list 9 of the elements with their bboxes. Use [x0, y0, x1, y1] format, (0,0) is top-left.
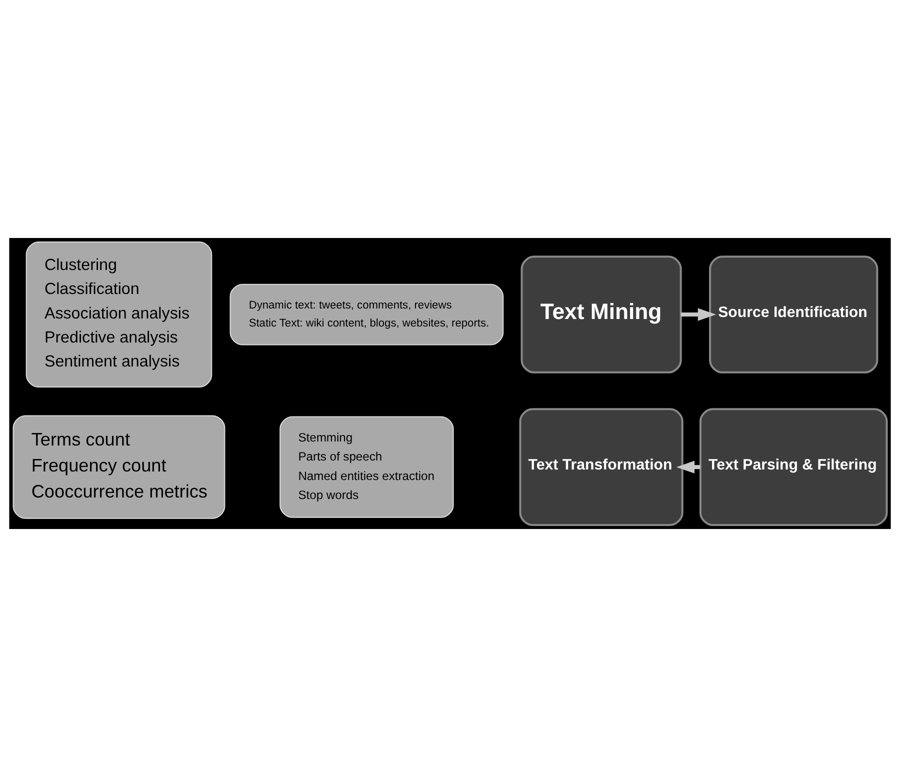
node-box: Dynamic text: tweets, comments, reviews Static Text: wiki content, blogs, websites, reports.	[230, 284, 504, 346]
node-box: Text Transformation	[519, 408, 684, 526]
arrow	[680, 308, 716, 321]
node-box: Clustering Classification Association analysis Predictive analysis Sentiment analysis	[26, 242, 212, 388]
node-box: Text Parsing & Filtering	[699, 408, 888, 526]
node-box: Stemming Parts of speech Named entities extraction Stop words	[280, 416, 454, 518]
node-box: Terms count Frequency count Cooccurrence metrics	[12, 415, 226, 519]
node-box: Text Mining	[520, 256, 682, 374]
node-box: Source Identification	[709, 256, 878, 374]
